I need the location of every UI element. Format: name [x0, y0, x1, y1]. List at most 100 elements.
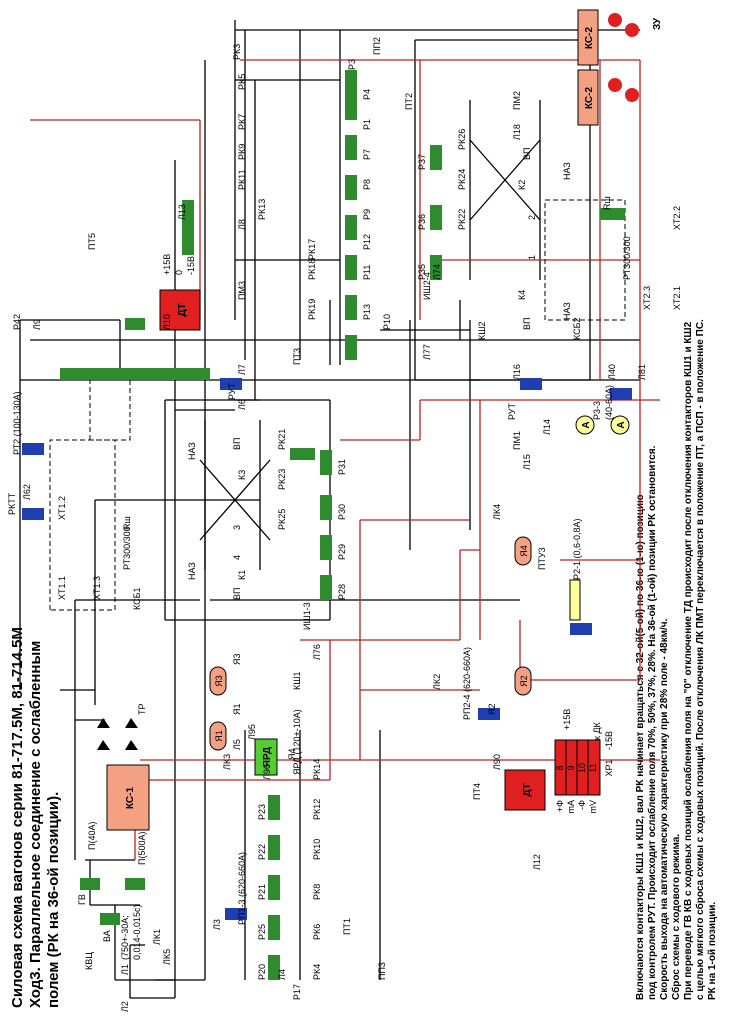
label-rk5: РК5: [237, 74, 247, 90]
label-gv: ГВ: [77, 894, 87, 905]
label-naz4: НАЗ: [562, 302, 572, 320]
label-rsh1: Rш: [122, 516, 132, 530]
dt-left-label: ДТ: [177, 303, 188, 316]
label-rk6: РК6: [312, 924, 322, 940]
label-r30: Р30: [337, 504, 347, 520]
label-rk22: РК22: [457, 209, 467, 230]
label-r8: Р8: [362, 179, 372, 190]
xp1-row-1-label: +Ф: [555, 800, 565, 812]
label-k2: К2: [517, 180, 527, 190]
label-pp3: ПП3: [377, 962, 387, 980]
label-l18: Л18: [512, 124, 522, 140]
dt-left-term-1: +15В: [162, 254, 172, 275]
label-p10: Р10: [382, 314, 392, 330]
label-rsh2: Rш: [602, 196, 612, 210]
label-ksb1: КСБ1: [132, 587, 142, 610]
label-l2: Л2: [120, 1001, 130, 1012]
rt300-box-2: [544, 199, 626, 321]
label-rk12: РК12: [312, 799, 322, 820]
label-lk4: ЛК4: [492, 504, 502, 520]
label-r35: Р35: [417, 264, 427, 280]
note-4: Сброс схемы с ходового режима.: [670, 834, 682, 1000]
label-xt21: ХТ2.1: [672, 286, 682, 310]
motor-ya4-label: Я4: [519, 545, 529, 557]
label-l76: Л76: [312, 644, 322, 660]
label-r9: Р9: [362, 209, 372, 220]
label-ksh2: КШ2: [477, 322, 487, 341]
xp1-row-1-pin: 8: [555, 765, 565, 770]
label-pp2: ПП2: [372, 37, 382, 55]
label-rt300a: РТ300/300: [122, 526, 132, 570]
ammeter-label-a: A: [581, 421, 592, 428]
label-r29: Р29: [337, 544, 347, 560]
ks2-block-a: [577, 9, 599, 66]
label-rk21: РК21: [277, 429, 287, 450]
xp1-connector: [554, 739, 601, 796]
label-rp24: РП2-4 (620-660А): [462, 647, 472, 720]
dt-right-term-1: +15В: [562, 709, 572, 730]
label-l9: Л9: [32, 319, 42, 330]
black-wiring: [19, 20, 640, 999]
note-6: с целью мягкого сброса схемы с ходовых п…: [694, 319, 706, 1000]
title-line-3: полем (РК на 36-ой позиции).: [45, 792, 62, 1008]
label-ptu3: ПТУ3: [537, 547, 547, 570]
label-naz1: НАЗ: [187, 562, 197, 580]
label-r23: Р23: [257, 804, 267, 820]
label-yrd: ЯРД (120+-10А): [292, 709, 302, 775]
yard-block: [254, 738, 278, 776]
dt-right-term-2: к ДК: [592, 721, 602, 740]
label-va: ВА: [102, 930, 112, 942]
label-rt300b: РТ300/300: [622, 236, 632, 280]
label-l81: Л81: [637, 364, 647, 380]
ks1-label: КС-1: [125, 787, 136, 810]
label-r21b: Р21: [257, 884, 267, 900]
label-r12: Р12: [362, 234, 372, 250]
label-l40: Л40: [607, 364, 617, 380]
label-rk26: РК26: [457, 129, 467, 150]
label-pt3: ПТ3: [292, 348, 302, 365]
zu-lamp-icon-d: [625, 88, 639, 102]
label-l1note: (750+-30А;: [120, 915, 130, 960]
label-pt5: ПТ5: [87, 233, 97, 250]
label-rk10: РК10: [312, 839, 322, 860]
label-naz3: НАЗ: [562, 162, 572, 180]
label-r13: Р13: [362, 304, 372, 320]
label-rktt: РКТТ: [7, 492, 17, 515]
label-l15: Л15: [522, 454, 532, 470]
label-sw4: 4: [232, 555, 242, 560]
label-r21: Р2-1 (0,6-0,8А): [572, 518, 582, 580]
component-labels: КВЦ ВА ГВ П(40А) П(500А) Л1 (750+-30А; 0…: [7, 37, 682, 1012]
label-ya4: Я4: [287, 748, 297, 760]
label-l4: Л4: [277, 969, 287, 980]
label-xt11: ХТ1.1: [57, 576, 67, 600]
rt300-box-1: [49, 439, 116, 611]
label-l77: Л77: [422, 344, 432, 360]
label-pm1: ПМ1: [512, 431, 522, 450]
zu-label: ЗУ: [652, 17, 663, 30]
label-r25: Р25: [257, 924, 267, 940]
label-rt2: РТ2 (100-130А): [12, 391, 22, 455]
motor-ya3-label: Я3: [214, 675, 224, 687]
label-ya2: Я2: [487, 703, 497, 715]
label-ya3: Я3: [232, 653, 242, 665]
label-rp13: РП1-3 (620-660А): [237, 852, 247, 925]
label-lk1: ЛК1: [152, 929, 162, 945]
label-l62: Л62: [22, 484, 32, 500]
dt-right-term-3: -15В: [604, 731, 614, 750]
label-l5: Л5: [232, 739, 242, 750]
xp1-row-2-pin: 9: [566, 765, 576, 770]
dt-left-block: [159, 289, 201, 331]
label-rut2: РУТ: [507, 402, 517, 420]
label-ksb2: КСБ2: [572, 317, 582, 340]
label-p3: Р3: [347, 59, 357, 70]
xp1-row-4-pin: 11: [588, 763, 598, 772]
label-r31: Р31: [337, 459, 347, 475]
motor-ya2-label: Я2: [519, 675, 529, 687]
motor-ya1-icon: [209, 721, 227, 751]
xp1-row-3-pin: 10: [577, 763, 587, 773]
label-r28: Р28: [337, 584, 347, 600]
label-sw2: 2: [527, 215, 537, 220]
label-rk19: РК19: [307, 299, 317, 320]
label-r33: Р3-3: [592, 401, 602, 420]
